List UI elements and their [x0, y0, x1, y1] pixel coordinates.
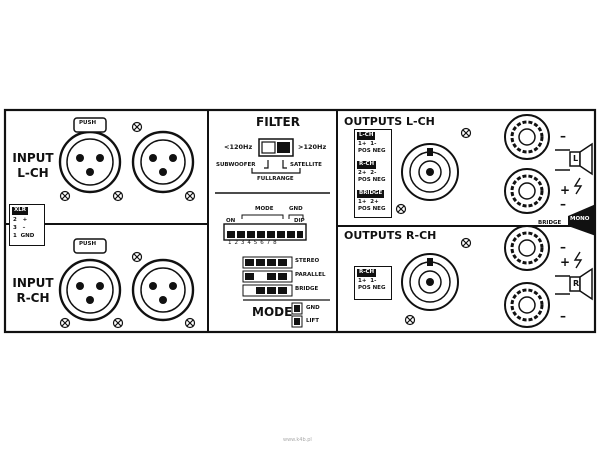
terminal-minus-lch-bottom: –: [560, 197, 566, 211]
binding-post-rch-bottom[interactable]: [504, 282, 550, 328]
binding-post-rch-top[interactable]: [504, 225, 550, 271]
xlr-male-lch[interactable]: [131, 130, 195, 194]
outputs-lch-lch-pins: 1+ 1-: [358, 141, 377, 147]
dip-switch[interactable]: [223, 223, 307, 241]
dip-gnd-label: GND: [289, 206, 303, 212]
bridge-label: BRIDGE: [538, 220, 562, 226]
dip-lift-row: LIFT: [306, 318, 320, 324]
outputs-lch-bridge-tag: BRIDGE: [357, 190, 385, 198]
dip-dip-label: DIP: [294, 218, 305, 224]
filter-right-label: >120Hz: [298, 143, 327, 151]
outputs-lch-lch-pol: POS NEG: [358, 148, 386, 154]
screw-icons-lch: [59, 121, 196, 202]
outputs-rch-rch-tag: R-CH: [357, 269, 377, 277]
outputs-rch-rch-pins: 1+ 1-: [358, 278, 377, 284]
dip-gnd-row: GND: [306, 305, 320, 311]
lightning-bolt-icons: [573, 177, 583, 269]
outputs-rch-pin-legend: R-CH 1+ 1- POS NEG: [354, 266, 392, 300]
bridge-mono-speaker-icon: [568, 204, 596, 236]
dip-row-parallel: PARALLEL: [295, 272, 326, 278]
filter-subwoofer-label: SUBWOOFER: [216, 162, 256, 168]
filter-brackets: [251, 160, 301, 174]
input-lch-title-line1: INPUT: [12, 151, 54, 165]
outputs-lch-rch-pol: POS NEG: [358, 177, 386, 183]
filter-title: FILTER: [256, 115, 300, 129]
outputs-lch-bridge-pins: 1+ 2+: [358, 199, 379, 205]
input-lch-title-line2: L-CH: [17, 166, 49, 180]
dip-mode-label: MODE: [255, 206, 274, 212]
outputs-lch-rch-pins: 2+ 2-: [358, 170, 377, 176]
filter-satellite-label: SATELLITE: [290, 162, 322, 168]
speaker-icon-l: [555, 142, 593, 176]
dip-row-bridge: BRIDGE: [295, 286, 319, 292]
xlr-legend: XLR 2 + 3 – 1 GND: [9, 204, 45, 246]
filter-left-label: <120Hz: [224, 143, 253, 151]
outputs-lch-pin-legend: L-CH 1+ 1- POS NEG R-CH 2+ 2- POS NEG BR…: [354, 129, 392, 218]
mono-label: MONO: [570, 216, 590, 222]
outputs-lch-lch-tag: L-CH: [357, 132, 376, 140]
filter-switch[interactable]: [258, 138, 294, 157]
outputs-rch-rch-pol: POS NEG: [358, 285, 386, 291]
terminal-plus-rch: +: [560, 255, 571, 269]
watermark: www.k4b.pl: [283, 437, 312, 443]
input-lch-title: INPUT L-CH: [10, 152, 56, 179]
push-label-rch: PUSH: [79, 241, 97, 247]
input-rch-title: INPUT R-CH: [10, 277, 56, 304]
terminal-minus-rch-top: –: [560, 240, 566, 254]
binding-post-lch-bottom[interactable]: [504, 168, 550, 214]
xlr-male-rch[interactable]: [131, 258, 195, 322]
input-rch-title-line1: INPUT: [12, 276, 54, 290]
terminal-minus-rch-bottom: –: [560, 309, 566, 323]
input-rch-title-line2: R-CH: [16, 291, 50, 305]
dip-switch-numbers: 1 2 3 4 5 6 7 8: [228, 240, 278, 246]
screw-icons-out-lch: [395, 127, 472, 215]
speaker-r-label: R: [573, 279, 580, 288]
xlr-legend-title: XLR: [12, 207, 28, 215]
dip-mode-title: MODE: [252, 305, 293, 319]
screw-icons-out-rch: [404, 237, 472, 326]
speakon-output-rch[interactable]: [401, 253, 459, 311]
speaker-l-label: L: [573, 154, 579, 163]
terminal-plus-lch: +: [560, 183, 571, 197]
terminal-minus-lch-top: –: [560, 129, 566, 143]
dip-mode-patterns: [242, 256, 303, 328]
outputs-lch-rch-tag: R-CH: [357, 161, 377, 169]
speakon-output-lch[interactable]: [401, 143, 459, 201]
dip-brackets: [241, 214, 304, 219]
xlr-legend-row1: 2 +: [13, 217, 28, 223]
push-label-lch: PUSH: [79, 120, 97, 126]
xlr-female-lch[interactable]: [58, 117, 122, 194]
xlr-legend-row3: 1 GND: [13, 233, 35, 239]
binding-post-lch-top[interactable]: [504, 114, 550, 160]
dip-on-label: ON: [226, 218, 236, 224]
screw-icons-rch: [59, 251, 196, 329]
xlr-legend-row2: 3 –: [13, 225, 26, 231]
outputs-lch-title: OUTPUTS L-CH: [344, 115, 435, 128]
xlr-female-rch[interactable]: [58, 238, 122, 322]
dip-row-stereo: STEREO: [295, 258, 320, 264]
outputs-rch-title: OUTPUTS R-CH: [344, 229, 437, 242]
speaker-icon-r: [555, 267, 593, 301]
filter-fullrange-label: FULLRANGE: [257, 176, 294, 182]
outputs-lch-bridge-pol: POS NEG: [358, 206, 386, 212]
